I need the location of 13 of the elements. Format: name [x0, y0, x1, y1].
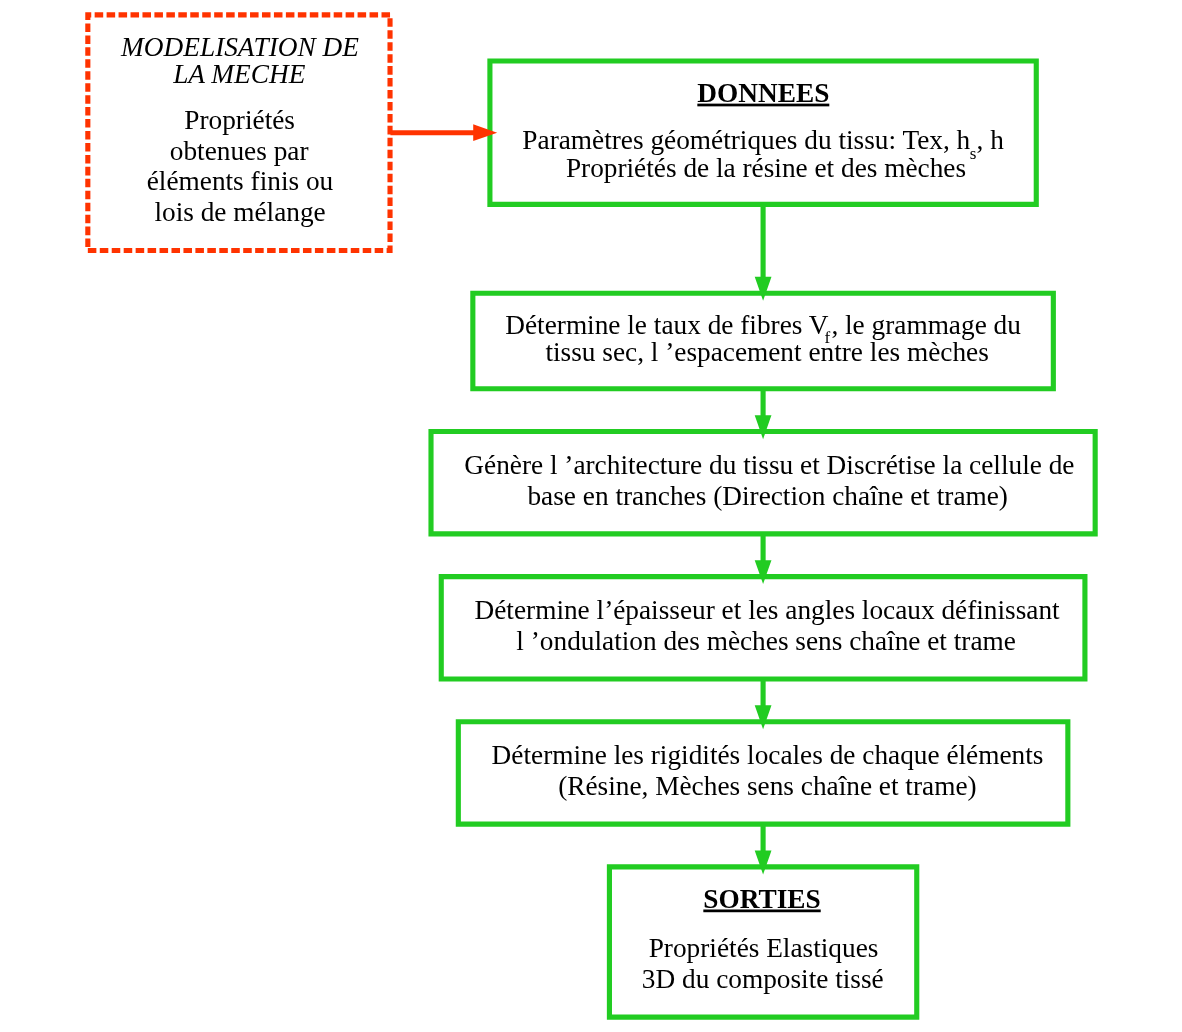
- node-box: DONNEES Paramètres géométriques du tissu: Tex, h$_{s}$, h Propriétés de la résine et des mèches: [486, 58, 1039, 207]
- arrow: [754, 824, 771, 875]
- node-box: Détermine le taux de fibres V$_{f}$, le grammage du tissu sec, l ’espacement entre les mèches: [469, 290, 1056, 392]
- node-box: SORTIES Propriétés Elastiques 3D du composite tissé: [606, 864, 919, 1020]
- arrow: [754, 534, 771, 585]
- arrow: [754, 204, 771, 301]
- node-box: Génère l ’architecture du tissu et Discrétise la cellule de base en tranches (Direction chaîne et trame): [427, 428, 1098, 537]
- arrow: [754, 679, 771, 730]
- node-box: MODELISATION DE LA MECHE Propriétés obtenues par éléments finis ou lois de mélange: [84, 12, 393, 254]
- arrow: [389, 124, 497, 142]
- node-box: Détermine l’épaisseur et les angles locaux définissant l ’ondulation des mèches sens chaîne et trame: [438, 574, 1087, 682]
- node-box: Détermine les rigidités locales de chaque éléments (Résine, Mèches sens chaîne et trame): [455, 719, 1070, 827]
- arrow: [754, 389, 771, 440]
